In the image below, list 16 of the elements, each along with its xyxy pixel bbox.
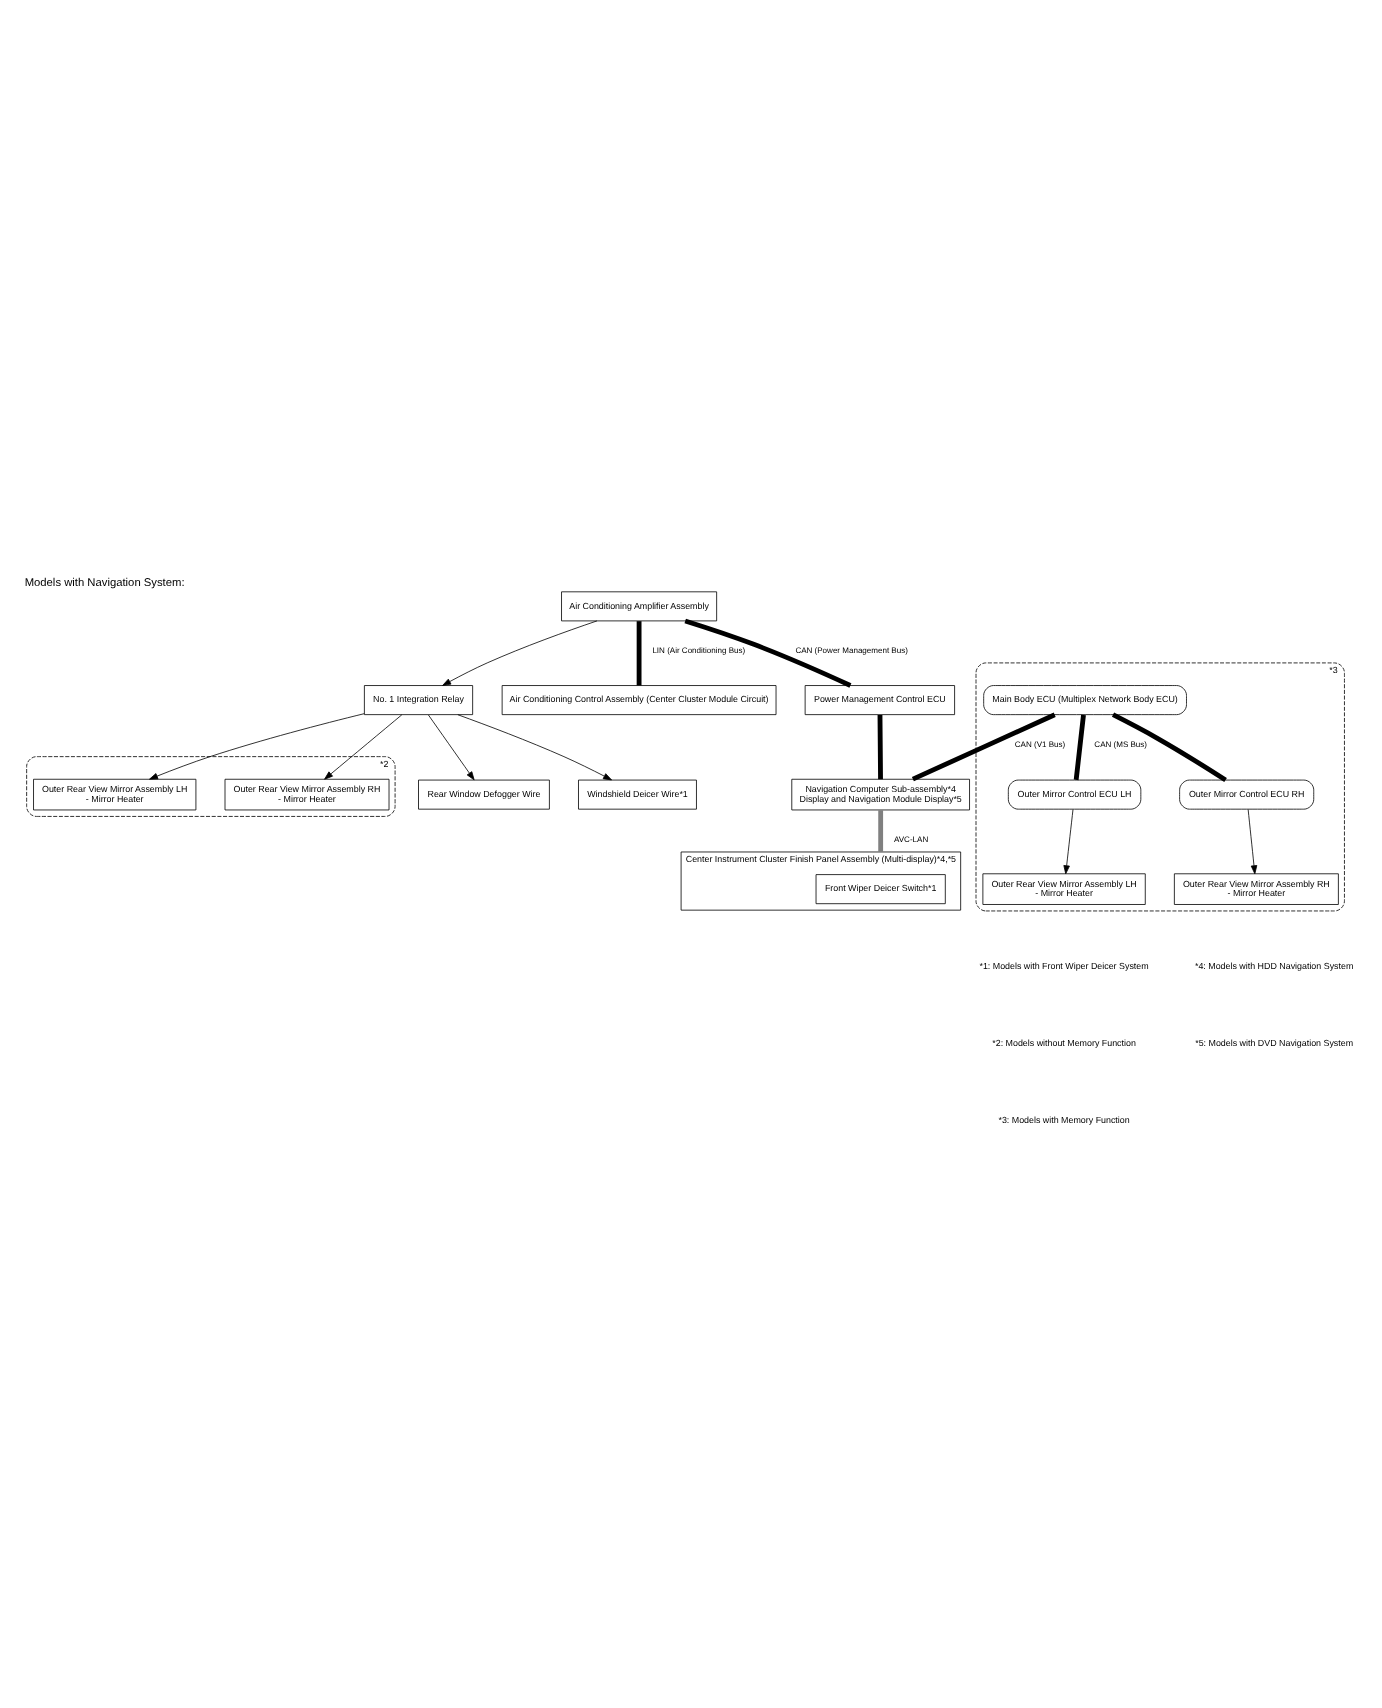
arrow [428,714,475,781]
connector [1111,712,1227,783]
connector [684,618,852,688]
arrow [457,714,612,781]
arrow [442,620,598,686]
connector [877,715,883,780]
arrow [1063,809,1074,875]
arrow [1247,809,1258,875]
cluster [975,662,1345,912]
connector [911,712,1056,782]
arrow [149,713,365,780]
arrow [324,714,403,780]
connector [878,810,884,852]
connector [1073,714,1086,781]
cluster [26,756,396,817]
connector [636,621,642,686]
